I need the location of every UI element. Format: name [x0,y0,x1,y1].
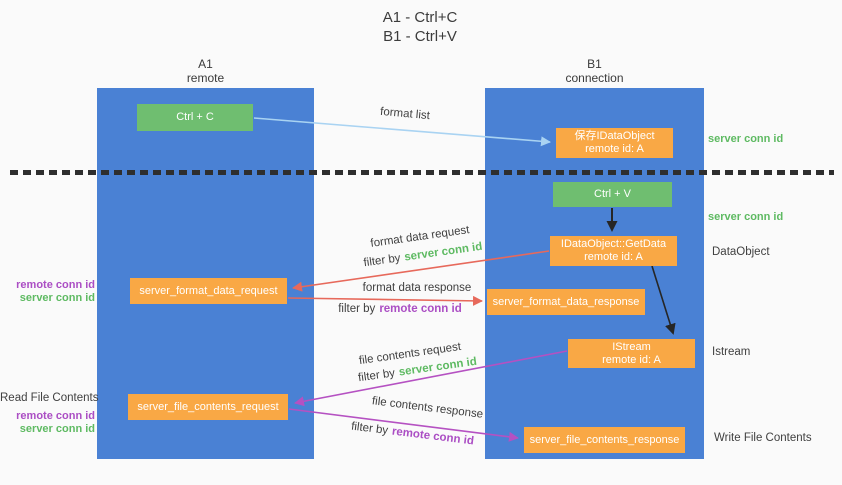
left-column-role: remote [186,71,225,85]
server-conn-id-left-label-1: server conn id [19,292,95,304]
right-column-role: connection [565,71,624,85]
istream-box: IStream remote id: A [568,339,695,368]
format-list-label: format list [379,105,431,123]
ctrl-c-box: Ctrl + C [137,104,253,131]
remote-conn-id-left-label-1: remote conn id [16,279,95,291]
remote-conn-id-text: remote conn id [391,425,475,448]
left-conn-id-stack-1: remote conn id server conn id [0,279,95,305]
ctrl-v-box: Ctrl + V [553,182,672,207]
ctrl-v-label: Ctrl + V [594,188,631,200]
server-format-data-response-label: server_format_data_response [492,295,640,308]
idataobject-getdata-line2: remote id: A [584,251,643,263]
file-contents-response-label: file contents response [371,395,484,421]
server-format-data-request-box: server_format_data_request [130,278,287,304]
server-format-data-response-box: server_format_data_response [487,289,645,315]
filter-by-text: filter by [357,367,396,385]
server-conn-id-text: server conn id [403,240,484,264]
save-idataobject-line2: remote id: A [585,143,644,155]
server-conn-id-side-label-mid: server conn id [708,211,784,223]
filter-by-text: filter by [338,303,376,315]
dataobject-side-label: DataObject [712,246,770,258]
server-file-contents-request-label: server_file_contents_request [137,400,279,413]
server-file-contents-response-label: server_file_contents_response [529,433,680,446]
dotted-separator-line [10,170,834,175]
format-data-response-arrow [287,295,483,306]
save-idataobject-box: 保存IDataObject remote id: A [556,128,673,158]
save-idataobject-line1: 保存IDataObject [574,130,655,142]
format-data-response-label: format data response [362,282,472,294]
server-file-contents-response-box: server_file_contents_response [524,427,685,453]
filter-by-text: filter by [362,252,402,270]
idataobject-getdata-line1: IDataObject::GetData [560,238,667,250]
right-column-name: B1 [587,57,602,71]
read-file-contents-label: Read File Contents [0,392,99,404]
idataobject-getdata-box: IDataObject::GetData remote id: A [550,236,677,266]
server-conn-id-left-label-2: server conn id [19,423,95,435]
left-conn-id-stack-2: remote conn id server conn id [0,410,95,436]
left-column-header: A1 remote [97,57,314,85]
diagram-title: A1 - Ctrl+C B1 - Ctrl+V [300,8,540,46]
remote-conn-id-left-label-2: remote conn id [16,410,95,422]
title-line-2: B1 - Ctrl+V [383,28,457,45]
right-column-header: B1 connection [485,57,704,85]
istream-line2: remote id: A [602,353,661,366]
title-line-1: A1 - Ctrl+C [382,9,458,26]
istream-line1: IStream [612,340,651,353]
left-column-name: A1 [198,57,213,71]
server-conn-id-side-label-top: server conn id [708,133,784,145]
ctrl-c-label: Ctrl + C [176,111,214,123]
server-file-contents-request-box: server_file_contents_request [128,394,288,420]
write-file-contents-label: Write File Contents [714,432,812,444]
istream-side-label: Istream [712,346,751,358]
remote-conn-id-text: remote conn id [379,303,462,315]
filter-by-text: filter by [350,420,389,437]
server-format-data-request-label: server_format_data_request [139,284,278,297]
